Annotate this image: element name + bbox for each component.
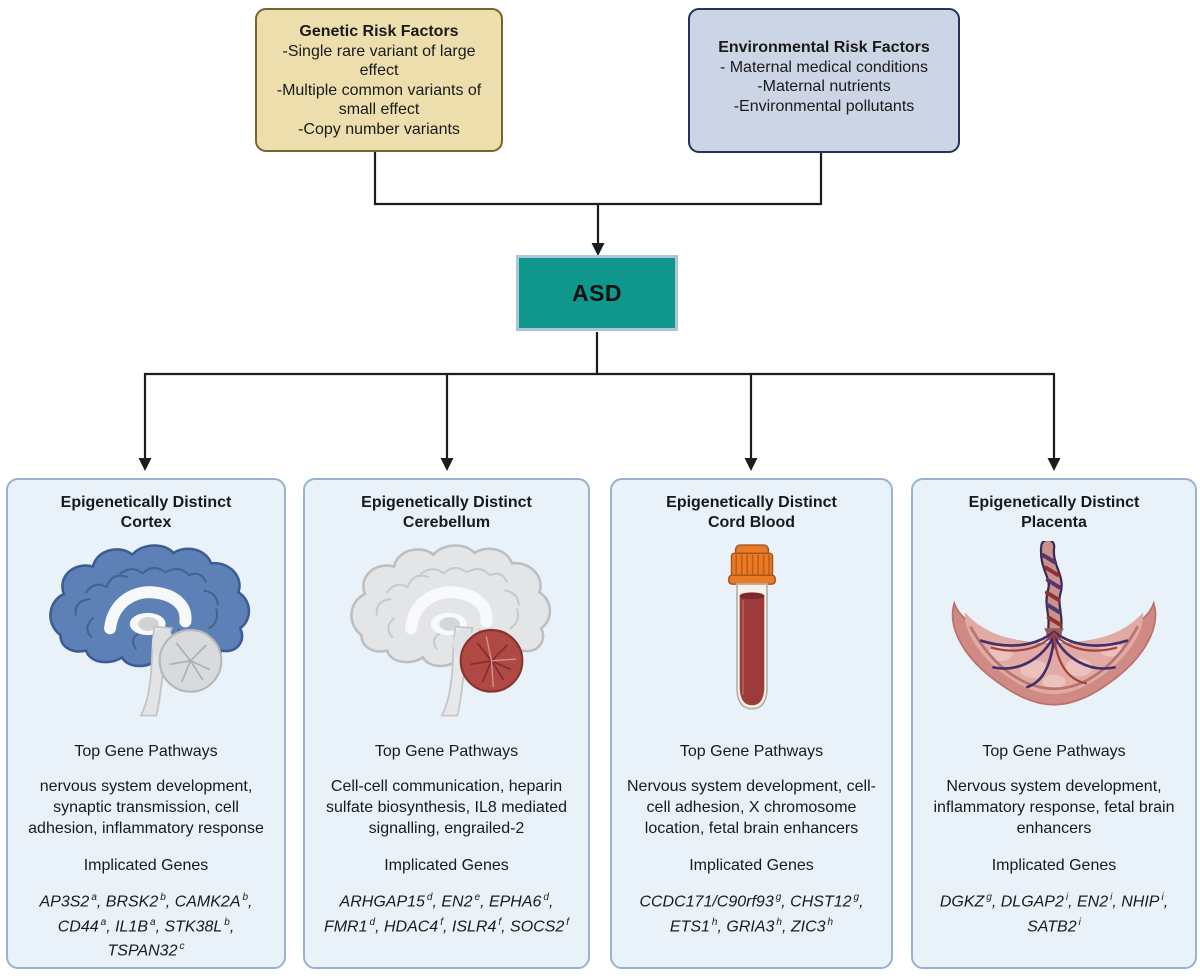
risk-item: -Copy number variants [298,120,460,138]
card-title: Epigenetically Distinct Cerebellum [313,493,580,535]
card-title-line1: Epigenetically Distinct [968,494,1140,511]
cord-blood-tube-illustration [620,539,883,721]
card-title-line2: Cortex [120,514,172,531]
pathways-text: Cell-cell communication, heparin sulfate… [325,778,568,837]
environmental-risk-box: Environmental Risk Factors - Maternal me… [688,8,960,153]
card-placenta: Epigenetically Distinct Placenta [911,478,1197,969]
card-title: Epigenetically Distinct Cortex [16,493,276,535]
card-title-line2: Cerebellum [402,514,491,531]
risk-to-asd-elbow [373,152,823,206]
card-title: Epigenetically Distinct Cord Blood [620,493,883,535]
genetic-risk-box: Genetic Risk Factors -Single rare varian… [255,8,503,152]
genes-heading: Implicated Genes [689,857,814,875]
card-title-line2: Cord Blood [707,514,796,531]
pathways-heading: Top Gene Pathways [982,743,1126,760]
genetic-risk-items: -Single rare variant of large effect-Mul… [265,42,493,140]
genetic-risk-title: Genetic Risk Factors [299,23,459,40]
card-cortex: Epigenetically Distinct Cortex [6,478,286,969]
pathways-heading: Top Gene Pathways [374,743,519,760]
risk-item: -Single rare variant of large effect [282,42,476,80]
genes-heading: Implicated Genes [83,857,209,875]
card-title-line1: Epigenetically Distinct [361,494,532,511]
cortex-brain-illustration [16,539,276,721]
environmental-risk-title: Environmental Risk Factors [718,39,930,56]
risk-item: - Maternal medical conditions [719,58,929,76]
card-title: Epigenetically Distinct Placenta [921,493,1187,535]
genes-heading: Implicated Genes [991,857,1117,875]
card-title-line1: Epigenetically Distinct [60,494,232,511]
card-cerebellum: Epigenetically Distinct Cerebellum [303,478,590,969]
risk-item: -Multiple common variants of small effec… [276,81,482,119]
card-title-line2: Placenta [1021,514,1087,531]
risk-item: -Maternal nutrients [757,78,891,96]
genes-heading: Implicated Genes [384,857,509,875]
asd-node: ASD [516,255,678,331]
placenta-illustration [921,539,1187,721]
risk-item: -Environmental pollutants [733,97,915,115]
pathways-text: Nervous system development, inflammatory… [933,778,1175,837]
card-title-line1: Epigenetically Distinct [666,494,837,511]
card-cord-blood: Epigenetically Distinct Cord Blood T [610,478,893,969]
cerebellum-brain-illustration [313,539,580,721]
environmental-risk-items: - Maternal medical conditions -Maternal n… [698,58,950,117]
pathways-text: Nervous system development, cell-cell ad… [627,778,876,837]
pathways-heading: Top Gene Pathways [679,743,824,760]
pathways-heading: Top Gene Pathways [74,743,218,760]
pathways-text: nervous system development, synaptic tra… [28,778,264,837]
